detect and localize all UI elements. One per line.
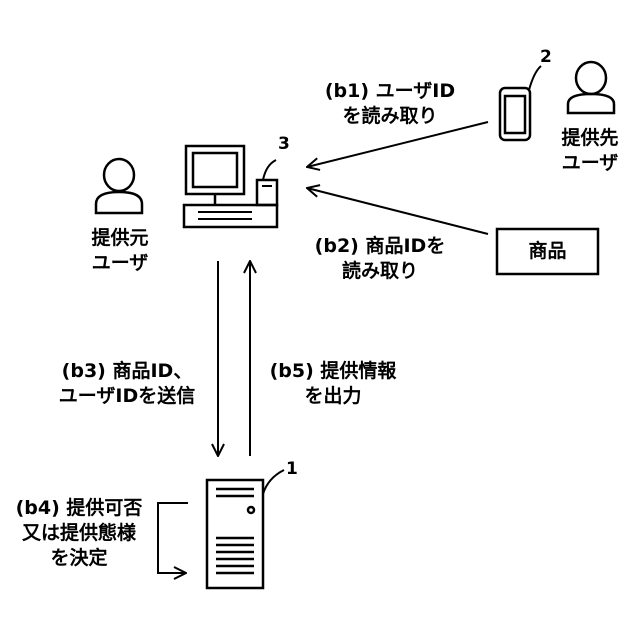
product-box-label: 商品 bbox=[497, 239, 598, 264]
mobile-ref-number: 2 bbox=[540, 47, 552, 67]
recipient-user-icon bbox=[568, 62, 614, 113]
b4-line2: 又は提供態様 bbox=[4, 521, 154, 546]
b4-line3: を決定 bbox=[4, 546, 154, 571]
b4-line1: (b4) 提供可否 bbox=[4, 496, 154, 521]
mobile-device-icon bbox=[500, 66, 541, 140]
b5-line1: (b5) 提供情報 bbox=[258, 359, 408, 384]
pos-terminal-icon bbox=[184, 146, 277, 227]
b1-label: (b1) ユーザID を読み取り bbox=[310, 79, 470, 129]
b3-line1: (b3) 商品ID、 bbox=[42, 359, 212, 384]
b3-line2: ユーザIDを送信 bbox=[42, 384, 212, 409]
provider-user-label: 提供元 ユーザ bbox=[70, 226, 170, 276]
b5-label: (b5) 提供情報 を出力 bbox=[258, 359, 408, 409]
provider-user-line1: 提供元 bbox=[70, 226, 170, 251]
b2-label: (b2) 商品IDを 読み取り bbox=[300, 234, 460, 284]
b3-label: (b3) 商品ID、 ユーザIDを送信 bbox=[42, 359, 212, 409]
provider-user-icon bbox=[96, 159, 142, 213]
b2-line2: 読み取り bbox=[300, 259, 460, 284]
b1-line2: を読み取り bbox=[310, 104, 470, 129]
recipient-user-line2: ユーザ bbox=[540, 151, 640, 176]
server-icon bbox=[207, 470, 284, 588]
b1-line1: (b1) ユーザID bbox=[310, 79, 470, 104]
server-ref-number: 1 bbox=[286, 459, 298, 479]
recipient-user-line1: 提供先 bbox=[540, 126, 640, 151]
b4-label: (b4) 提供可否 又は提供態様 を決定 bbox=[4, 496, 154, 571]
b5-line2: を出力 bbox=[258, 384, 408, 409]
terminal-ref-number: 3 bbox=[278, 134, 290, 154]
arrow-b4-loop bbox=[158, 503, 188, 573]
provider-user-line2: ユーザ bbox=[70, 251, 170, 276]
b2-line1: (b2) 商品IDを bbox=[300, 234, 460, 259]
arrow-b2 bbox=[307, 188, 488, 234]
recipient-user-label: 提供先 ユーザ bbox=[540, 126, 640, 176]
